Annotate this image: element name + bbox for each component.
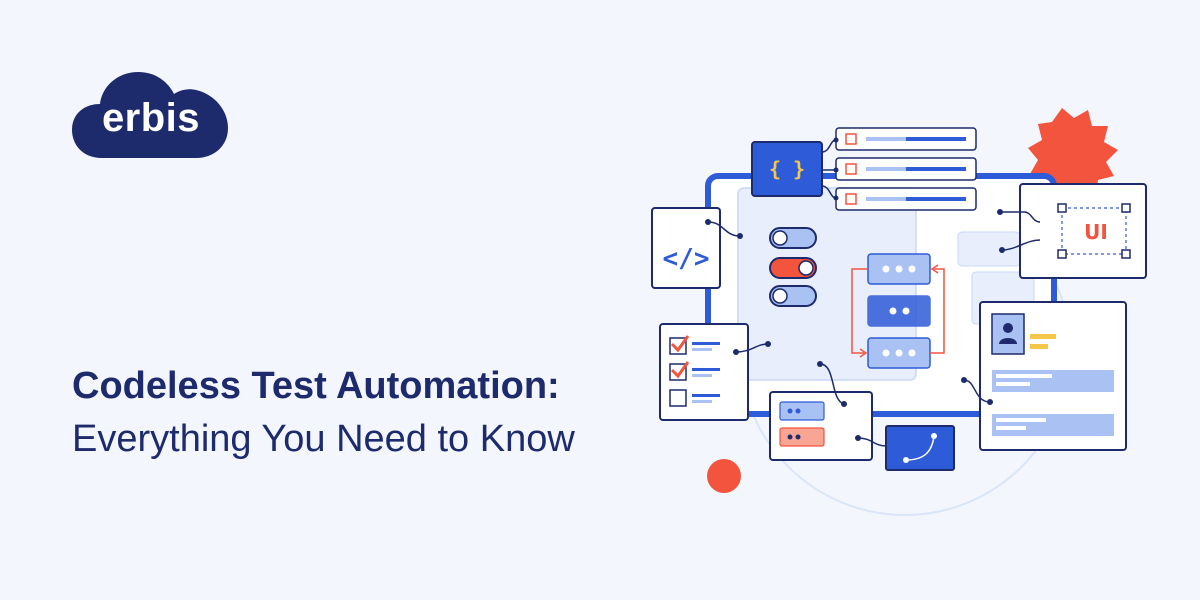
page-subtitle: Everything You Need to Know: [72, 418, 575, 460]
curve-box: [885, 425, 955, 471]
cloud-icon: [72, 72, 228, 158]
flow-arrow-left: [851, 268, 868, 354]
ui-label: UI: [1084, 220, 1108, 244]
code-icon: </>: [662, 244, 710, 274]
flow-arrow-right: [930, 268, 945, 354]
brand-logo[interactable]: erbis: [72, 70, 230, 162]
headline: Codeless Test Automation: Everything You…: [72, 360, 632, 466]
braces-symbol: { }: [768, 157, 806, 181]
accent-dot: [707, 459, 741, 493]
page-title: Codeless Test Automation:: [72, 365, 560, 407]
automation-illustration: { } </> UI: [640, 100, 1180, 530]
input-rows: [835, 127, 977, 211]
braces-box: [751, 141, 823, 197]
flow-box-2: [867, 295, 931, 327]
code-box: [651, 207, 721, 289]
illustration-graphic: [651, 108, 1147, 516]
brand-name: erbis: [101, 96, 201, 140]
